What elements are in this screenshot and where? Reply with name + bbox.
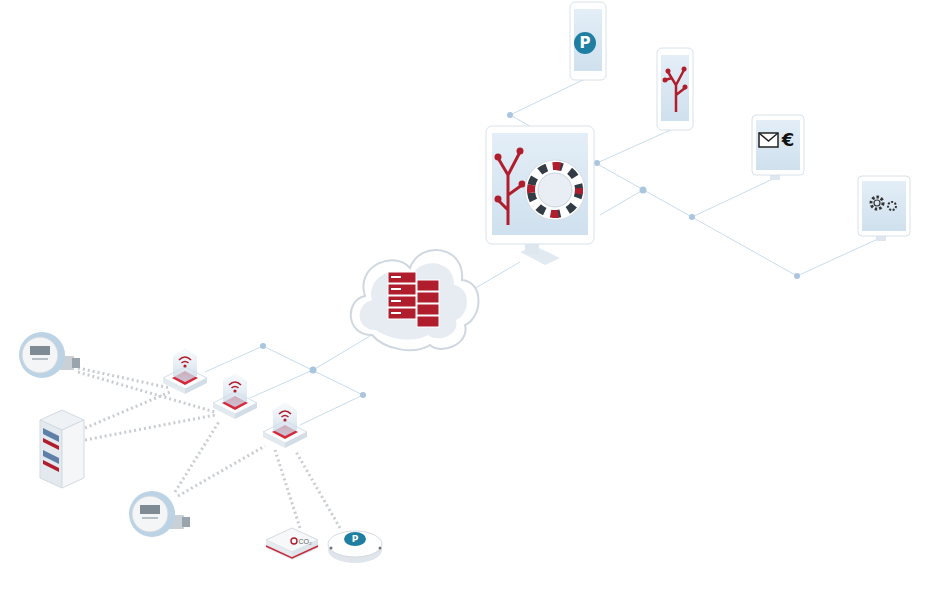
cloud xyxy=(351,250,479,350)
monitor xyxy=(486,126,594,265)
sensor-label: CO₂ xyxy=(298,538,311,545)
currency-symbol: € xyxy=(782,131,795,149)
pressure-gauge xyxy=(19,332,80,378)
control-cabinet xyxy=(40,410,84,488)
gateways xyxy=(163,348,307,448)
phone xyxy=(570,2,606,80)
app-logo-letter: P xyxy=(580,36,591,51)
monitor xyxy=(858,176,910,241)
network-dots xyxy=(260,112,800,398)
monitor xyxy=(752,115,804,180)
network-lines xyxy=(205,78,880,425)
pressure-gauge xyxy=(129,491,190,537)
co2-sensor xyxy=(266,528,318,560)
phone xyxy=(657,48,693,130)
parking-sensor xyxy=(328,531,382,563)
sensor-logo-letter: P xyxy=(352,535,359,544)
radio-links xyxy=(78,368,340,528)
